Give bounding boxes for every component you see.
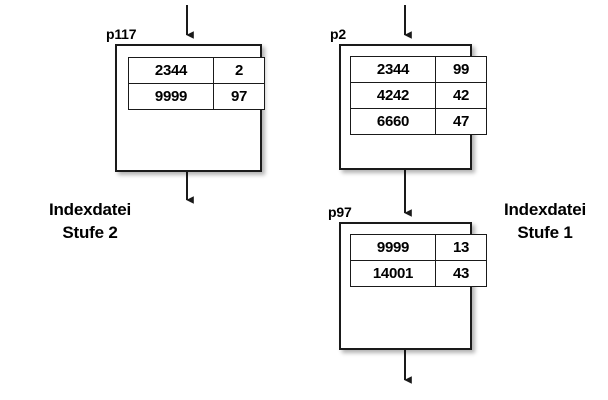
caption-line-1: Indexdatei [503, 200, 587, 219]
entry-value: 47 [435, 108, 487, 135]
caption-line-2: Stufe 1 [517, 223, 573, 242]
entry-value: 2 [213, 57, 265, 84]
page-label-p2: p2 [330, 26, 346, 42]
entry-value: 42 [435, 82, 487, 109]
caption-line-1: Indexdatei [48, 200, 132, 219]
entry-key: 4242 [350, 82, 436, 109]
entry-key: 2344 [350, 56, 436, 83]
entry-key: 14001 [350, 260, 436, 287]
page-label-p97: p97 [328, 204, 352, 220]
entry-value: 43 [435, 260, 487, 287]
entry-key: 9999 [128, 83, 214, 110]
entry-value: 99 [435, 56, 487, 83]
entry-key: 6660 [350, 108, 436, 135]
entry-key: 9999 [350, 234, 436, 261]
entry-value: 13 [435, 234, 487, 261]
page-label-p117: p117 [106, 26, 137, 42]
caption-line-2: Stufe 2 [62, 223, 118, 242]
entry-key: 2344 [128, 57, 214, 84]
entry-value: 97 [213, 83, 265, 110]
